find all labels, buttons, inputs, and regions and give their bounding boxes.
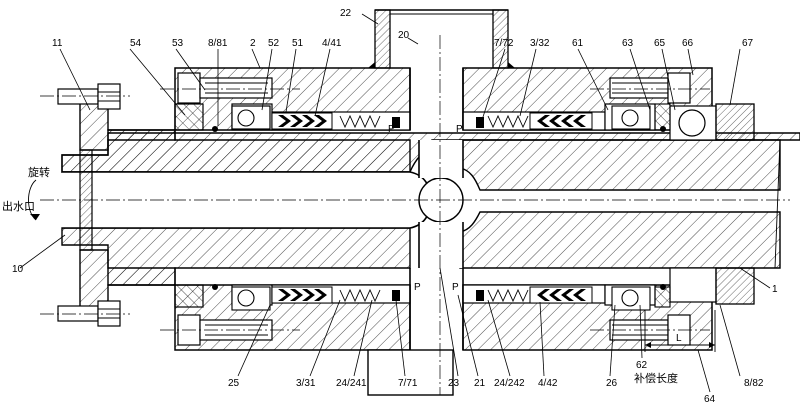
label-3-32: 3/32	[530, 38, 550, 49]
right-end-cap	[654, 103, 671, 308]
label-22: 22	[340, 8, 352, 19]
label-51: 51	[292, 38, 304, 49]
rotation-arrow	[28, 179, 40, 221]
label-23: 23	[448, 378, 460, 389]
spring-lower-right	[487, 288, 529, 303]
label-61: 61	[572, 38, 584, 49]
housing-bolt-upper-right	[612, 82, 668, 94]
spring-upper-right	[487, 114, 529, 129]
label-4-42: 4/42	[538, 378, 558, 389]
part-labels: 22 20 11 54 53 8/81 2 52 51 4/41 7/72 3/…	[12, 8, 778, 405]
outlet-label: 出水口	[2, 199, 35, 213]
pressure-label: P	[456, 124, 463, 135]
label-7-71: 7/71	[398, 378, 418, 389]
label-24-242: 24/242	[494, 378, 525, 389]
label-53: 53	[172, 38, 184, 49]
rotating-shaft	[61, 129, 800, 286]
label-67: 67	[742, 38, 754, 49]
bearing-left-upper	[231, 105, 271, 130]
flange-bolt-upper	[57, 83, 121, 110]
bearing-outer-right	[669, 105, 717, 303]
label-20: 20	[398, 30, 410, 41]
label-62: 62	[636, 360, 648, 371]
dimension-L: L	[676, 333, 682, 344]
label-63: 63	[622, 38, 634, 49]
label-11: 11	[52, 38, 63, 49]
pressure-label: P	[452, 282, 459, 293]
seal-pack-upper-left	[271, 112, 333, 130]
label-10: 10	[12, 264, 24, 275]
inlet-pipe	[368, 9, 515, 130]
label-65: 65	[654, 38, 666, 49]
spring-upper-left	[339, 114, 381, 129]
seal-pack-lower-right	[529, 286, 593, 304]
compensation-length-label: 补偿长度	[634, 371, 678, 385]
label-8-81: 8/81	[208, 38, 228, 49]
centerlines	[40, 35, 790, 395]
lower-inlet-block	[367, 268, 464, 396]
chinese-annotations: 旋转 出水口 补偿长度	[2, 165, 678, 385]
housing-bolt-lower-left	[205, 324, 268, 336]
label-1: 1	[772, 284, 778, 295]
spring-lower-left	[339, 288, 381, 303]
label-7-72: 7/72	[494, 38, 514, 49]
bearing-left-lower	[231, 286, 271, 311]
label-26: 26	[606, 378, 618, 389]
label-21: 21	[474, 378, 486, 389]
label-64: 64	[704, 394, 716, 405]
rotation-label: 旋转	[28, 165, 50, 179]
seal-pack-upper-right	[529, 112, 593, 130]
label-24-241: 24/241	[336, 378, 367, 389]
housing-bolt-upper-left	[205, 82, 268, 94]
compensation-dimension	[644, 310, 716, 352]
lock-nut-67	[715, 103, 755, 305]
label-66: 66	[682, 38, 694, 49]
bearing-right-lower	[611, 286, 651, 311]
leader-lines	[19, 13, 771, 393]
label-25: 25	[228, 378, 240, 389]
flange-bolt-lower	[57, 300, 121, 327]
housing-bolt-lower-right	[612, 324, 668, 336]
label-2: 2	[250, 38, 256, 49]
bearing-right-upper	[611, 105, 651, 130]
label-52: 52	[268, 38, 280, 49]
label-8-82: 8/82	[744, 378, 764, 389]
label-54: 54	[130, 38, 142, 49]
seal-pack-lower-left	[271, 286, 333, 304]
label-4-41: 4/41	[322, 38, 342, 49]
shaft-right-lower	[459, 211, 781, 269]
pressure-label: P	[414, 282, 421, 293]
shaft-right-upper	[459, 139, 781, 191]
label-3-31: 3/31	[296, 378, 316, 389]
pressure-label: P	[388, 124, 395, 135]
left-gland	[174, 103, 204, 308]
